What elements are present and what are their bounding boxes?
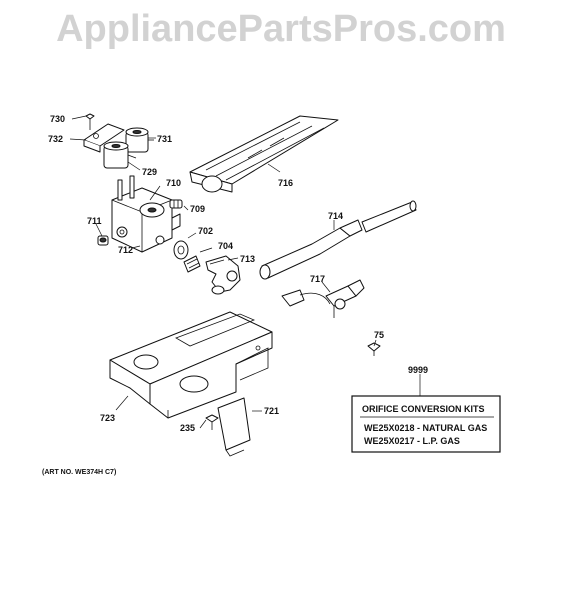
part-729-coil[interactable]	[103, 141, 137, 169]
part-731-coil[interactable]	[125, 127, 154, 153]
kit-line-natural-gas: WE25X0218 - NATURAL GAS	[364, 423, 487, 433]
part-721-plate[interactable]	[217, 397, 251, 457]
label-731: 731	[157, 134, 172, 144]
leader-lines	[69, 115, 421, 429]
kit-line-lp-gas: WE25X0217 - L.P. GAS	[364, 436, 460, 446]
part-labels: 730 732 731 729 710 716 709 711 714 702 …	[48, 114, 428, 433]
label-711: 711	[87, 216, 102, 226]
label-704: 704	[218, 241, 233, 251]
label-709: 709	[190, 204, 205, 214]
part-702-nut[interactable]	[173, 240, 189, 260]
part-714-burner-tube[interactable]	[259, 200, 417, 280]
part-711-plug[interactable]	[97, 235, 109, 246]
orifice-kit-box: ORIFICE CONVERSION KITS WE25X0218 - NATU…	[351, 395, 501, 453]
part-730-screw[interactable]	[85, 113, 95, 130]
part-704-orifice[interactable]	[183, 255, 201, 273]
label-732: 732	[48, 134, 63, 144]
label-713: 713	[240, 254, 255, 264]
label-730: 730	[50, 114, 65, 124]
part-709-fitting[interactable]	[169, 199, 183, 209]
part-713-elbow[interactable]	[205, 255, 241, 295]
part-75-screw[interactable]	[367, 342, 381, 356]
label-716: 716	[278, 178, 293, 188]
part-717-igniter[interactable]	[281, 279, 365, 318]
label-729: 729	[142, 167, 157, 177]
label-714: 714	[328, 211, 343, 221]
part-712-gas-valve[interactable]	[111, 175, 181, 253]
art-number-text: (ART NO. WE374H C7)	[42, 469, 116, 476]
label-75: 75	[374, 330, 384, 340]
label-235: 235	[180, 423, 195, 433]
part-732-bracket[interactable]	[83, 123, 125, 153]
label-9999: 9999	[408, 365, 428, 375]
part-723-bracket[interactable]	[109, 311, 273, 419]
part-235-screw[interactable]	[205, 414, 219, 430]
part-716-burner-shield[interactable]	[189, 115, 339, 193]
label-712: 712	[118, 245, 133, 255]
label-721: 721	[264, 406, 279, 416]
watermark-text: AppliancePartsPros.com	[56, 8, 506, 50]
label-723: 723	[100, 413, 115, 423]
label-710: 710	[166, 178, 181, 188]
label-717: 717	[310, 274, 325, 284]
label-702: 702	[198, 226, 213, 236]
kit-box-title: ORIFICE CONVERSION KITS	[362, 404, 485, 414]
